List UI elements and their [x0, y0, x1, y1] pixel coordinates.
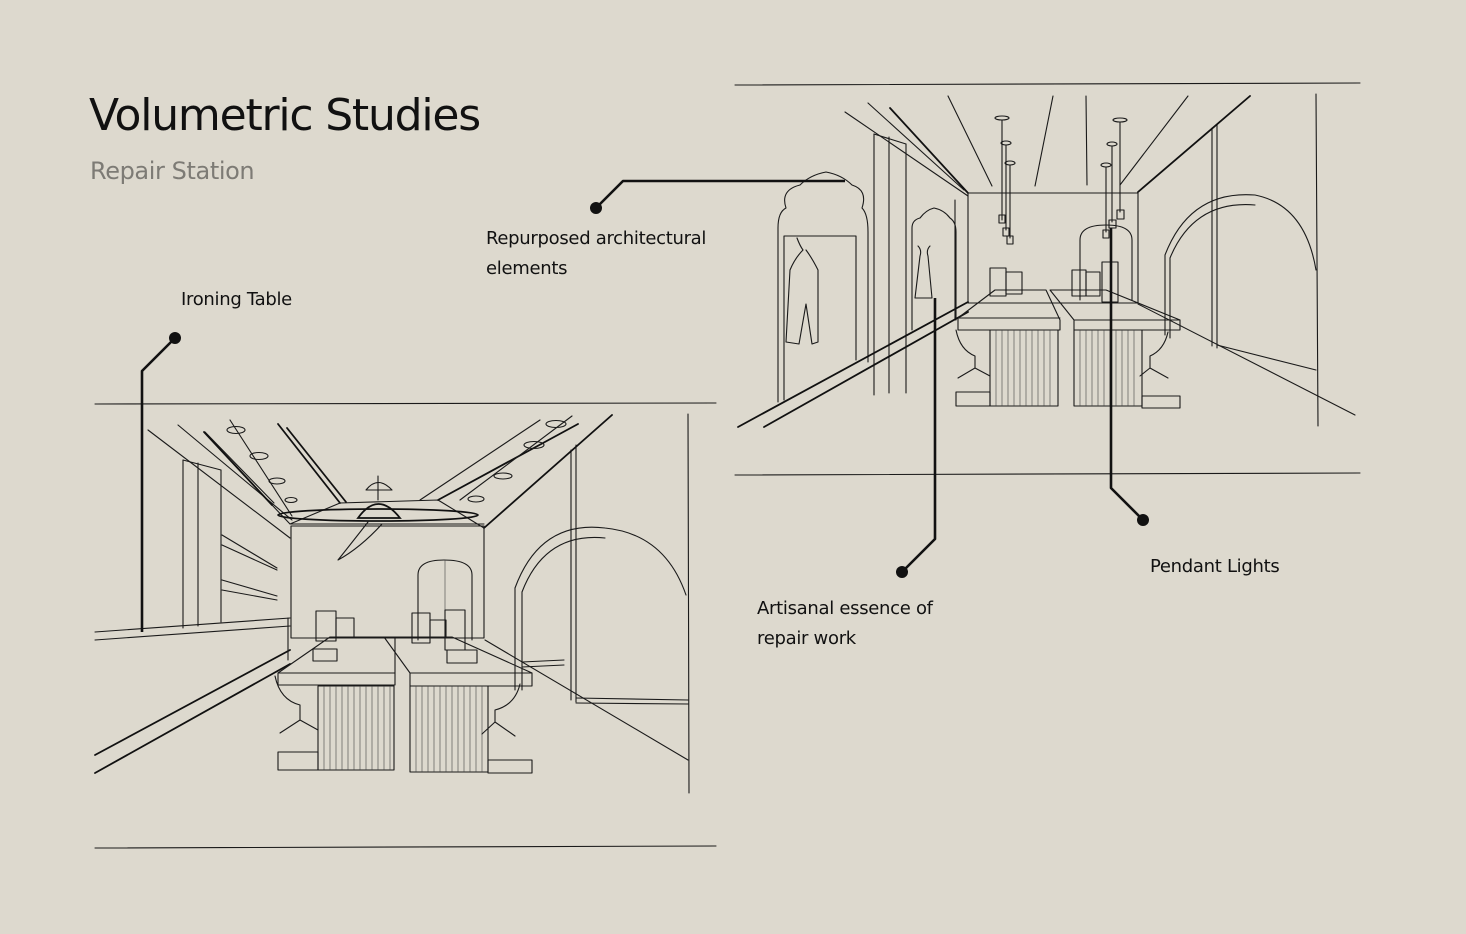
leader-pendant: [1109, 228, 1144, 521]
leader-dot-artisanal: [896, 566, 908, 578]
leader-repurposed: [595, 179, 845, 209]
leader-ironing-table: [140, 337, 176, 632]
annotation-pendant-lights: Pendant Lights: [1150, 556, 1280, 577]
sketch-right: [734, 82, 1361, 476]
sketch-left: [94, 402, 717, 849]
annotation-repurposed-elements: Repurposed architectural elements: [486, 228, 707, 279]
leader-lines: [140, 179, 1149, 632]
pendant-lights: [994, 115, 1128, 245]
annotation-ironing-table: Ironing Table: [181, 289, 292, 310]
page-title: Volumetric Studies: [89, 90, 481, 141]
page-subtitle: Repair Station: [90, 157, 255, 185]
leader-dot-ironing: [169, 332, 181, 344]
annotation-artisanal-essence: Artisanal essence of repair work: [757, 598, 933, 649]
leader-dot-pendant: [1137, 514, 1149, 526]
leader-dot-repurposed: [590, 202, 602, 214]
leader-artisanal: [901, 298, 937, 573]
